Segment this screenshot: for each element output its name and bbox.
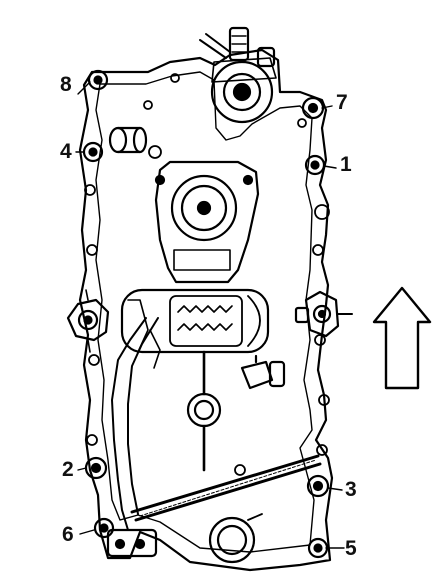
diagonal-band [130,454,322,522]
callout-3: 3 [345,478,357,501]
bolt-1 [304,154,326,176]
up-arrow-icon [372,286,432,390]
callout-7: 7 [336,91,348,114]
right-mount-boss [294,290,353,338]
bolt-8 [87,69,109,91]
bolt-3 [306,474,330,498]
callout-4: 4 [60,140,72,163]
left-mount-boss [66,289,110,353]
cam-actuator-housing [154,160,260,284]
small-sensor [240,354,286,390]
callout-8: 8 [60,73,72,96]
callout-2: 2 [62,458,74,481]
bottom-ring-seal [208,513,263,564]
cover-port [186,350,222,472]
harness-tube [111,317,161,531]
callout-5: 5 [345,537,357,560]
bolt-5 [307,537,329,559]
bolt-4 [82,141,104,163]
cover-inner-edge [95,71,315,553]
bolt-7 [301,96,325,120]
leader-lines [75,81,345,549]
top-sensor-housing [199,26,277,124]
callout-6: 6 [62,523,74,546]
misc-bolt-holes [84,73,330,476]
left-sensor-cylinder [108,126,148,154]
bottom-left-bracket [106,528,158,558]
cover-outline [78,48,334,572]
bolt-6 [93,517,115,539]
callout-1: 1 [340,153,352,176]
